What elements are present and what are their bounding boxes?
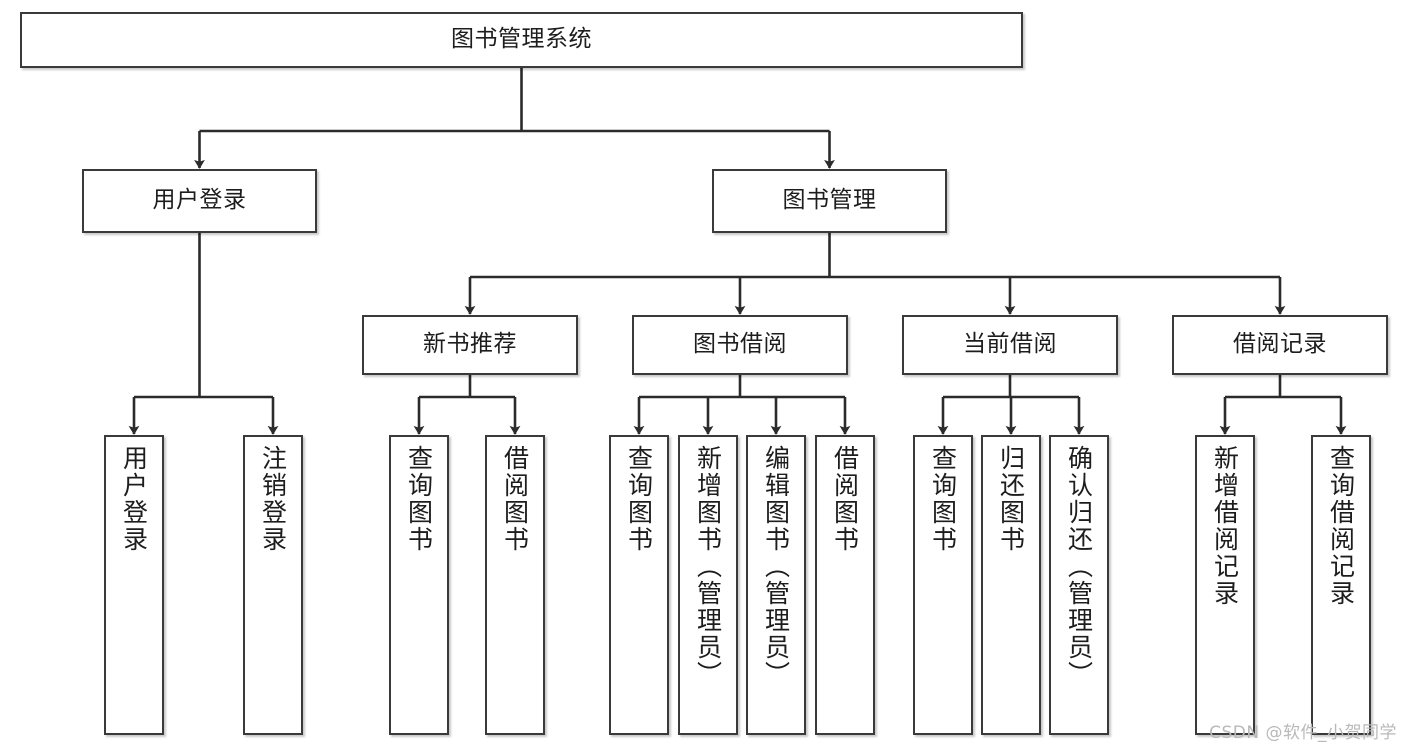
node-leaf_br_add: 新增借阅记录 xyxy=(1195,435,1255,735)
node-leaf_bb_query: 查询图书 xyxy=(609,435,669,735)
node-label: 当前借阅 xyxy=(963,331,1057,358)
node-label: 编辑图书（管理员） xyxy=(761,445,791,688)
node-leaf_cb_query: 查询图书 xyxy=(913,435,973,735)
node-leaf_cb_return: 归还图书 xyxy=(981,435,1041,735)
node-label: 查询图书 xyxy=(624,445,654,553)
node-leaf_nbr_borrow: 借阅图书 xyxy=(485,435,545,735)
node-new_book_rec: 新书推荐 xyxy=(362,315,578,375)
node-label: 图书管理系统 xyxy=(451,26,592,53)
node-root: 图书管理系统 xyxy=(20,12,1023,68)
node-label: 新增借阅记录 xyxy=(1210,445,1240,607)
node-label: 查询图书 xyxy=(928,445,958,553)
node-borrow_record: 借阅记录 xyxy=(1172,315,1388,375)
node-label: 用户登录 xyxy=(152,187,247,214)
node-current_borrow: 当前借阅 xyxy=(902,315,1118,375)
node-book_borrow: 图书借阅 xyxy=(632,315,848,375)
node-leaf_user_logout: 注销登录 xyxy=(243,435,303,735)
node-label: 借阅图书 xyxy=(500,445,530,553)
node-leaf_nbr_query: 查询图书 xyxy=(389,435,449,735)
node-label: 新增图书（管理员） xyxy=(693,445,723,688)
node-label: 确认归还（管理员） xyxy=(1064,445,1094,688)
node-label: 查询图书 xyxy=(404,445,434,553)
node-leaf_bb_add: 新增图书（管理员） xyxy=(678,435,738,735)
node-label: 图书管理 xyxy=(782,187,877,214)
node-leaf_user_login: 用户登录 xyxy=(104,435,164,735)
node-leaf_bb_edit: 编辑图书（管理员） xyxy=(746,435,806,735)
node-label: 图书借阅 xyxy=(693,331,787,358)
csdn-watermark: CSDN @软件_小贺同学 xyxy=(1209,723,1397,743)
node-leaf_bb_borrow: 借阅图书 xyxy=(815,435,875,735)
node-leaf_br_query: 查询借阅记录 xyxy=(1311,435,1371,735)
node-label: 查询借阅记录 xyxy=(1326,445,1356,607)
node-leaf_cb_confirm: 确认归还（管理员） xyxy=(1049,435,1109,735)
node-label: 新书推荐 xyxy=(423,331,517,358)
node-user_login: 用户登录 xyxy=(82,169,317,233)
node-book_mgmt: 图书管理 xyxy=(712,169,947,233)
node-label: 归还图书 xyxy=(996,445,1026,553)
node-label: 借阅记录 xyxy=(1233,331,1327,358)
node-label: 用户登录 xyxy=(119,445,149,553)
node-label: 借阅图书 xyxy=(830,445,860,553)
node-label: 注销登录 xyxy=(258,445,288,553)
